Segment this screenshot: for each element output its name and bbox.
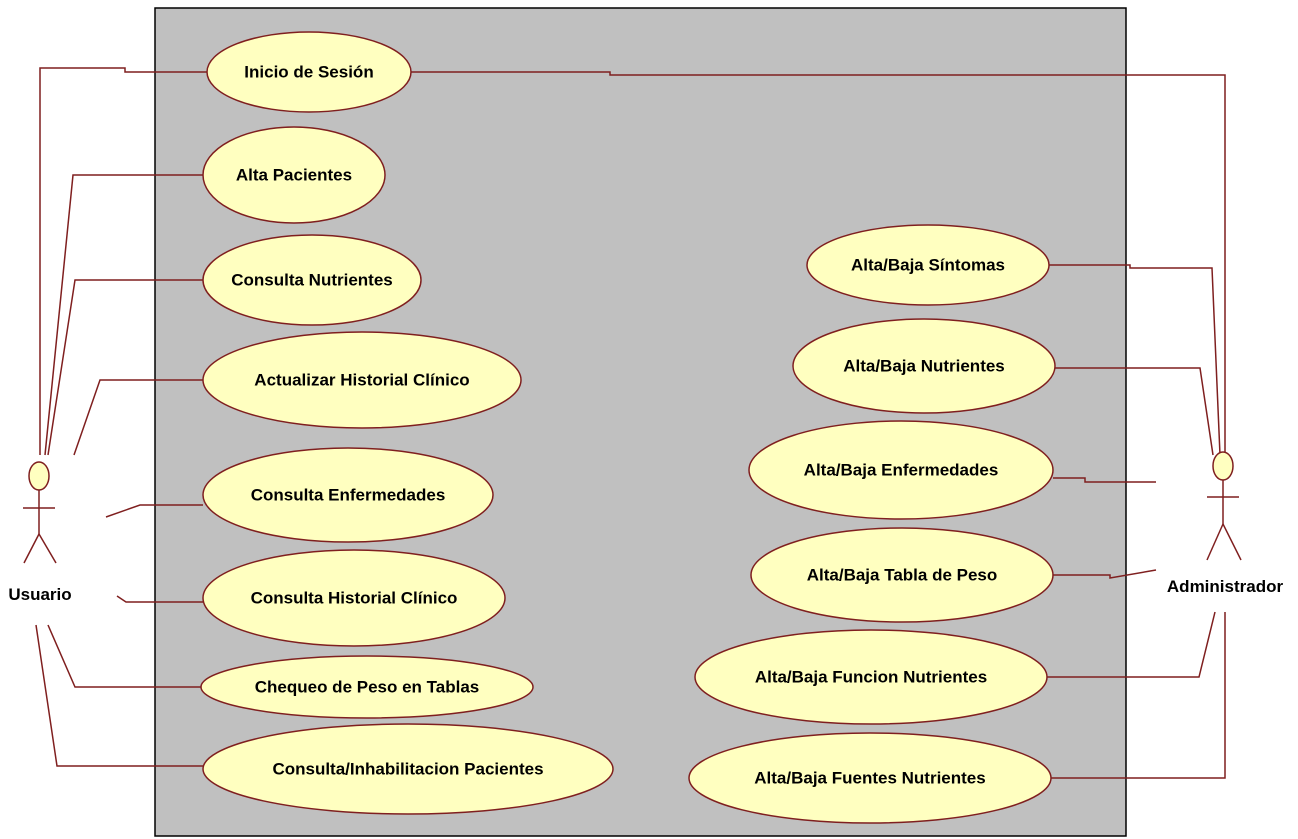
use-case-consulta-historial[interactable]: Consulta Historial Clínico [202,549,506,647]
use-case-ellipse [750,527,1054,623]
actor-usuario[interactable]: Usuario [8,461,72,604]
use-case-alta-pacientes[interactable]: Alta Pacientes [202,126,386,224]
use-case-chequeo-peso[interactable]: Chequeo de Peso en Tablas [200,655,534,719]
use-case-label: Alta Pacientes [236,166,352,185]
stick-figure-actor-icon [23,461,57,564]
use-case-ab-nutrientes[interactable]: Alta/Baja Nutrientes [792,318,1056,414]
use-case-label: Alta/Baja Síntomas [851,256,1005,275]
use-case-ellipse [206,31,412,113]
association-line-administrador-ab-nutrientes [1055,367,1214,456]
association-line-usuario-consulta-nutrientes [47,279,203,456]
use-case-ab-sintomas[interactable]: Alta/Baja Síntomas [806,224,1050,306]
use-case-label: Consulta Historial Clínico [251,589,458,608]
association-line-usuario-inicio-sesion [39,67,207,455]
use-case-label: Alta/Baja Enfermedades [804,461,999,480]
use-case-label: Inicio de Sesión [244,63,373,82]
association-line-usuario-consulta-historial [116,595,203,603]
use-case-ellipse [806,224,1050,306]
use-case-label: Consulta Nutrientes [231,271,393,290]
association-line-administrador-ab-enfermedades [1053,477,1156,483]
association-line-usuario-chequeo-peso [47,624,203,688]
use-case-ellipse [748,420,1054,520]
association-line-usuario-consulta-enfermedades [105,504,203,518]
association-line-usuario-consulta-inhabilitacion [35,624,203,767]
use-case-ellipse [200,655,534,719]
association-line-administrador-ab-tabla-peso [1053,569,1157,579]
use-case-label: Consulta Enfermedades [251,486,446,505]
use-case-ellipse [202,723,614,815]
use-case-ellipse [202,331,522,429]
actor-label-usuario: Usuario [8,585,71,604]
use-case-ab-fuentes-nutrientes[interactable]: Alta/Baja Fuentes Nutrientes [688,732,1052,824]
use-case-ellipse [688,732,1052,824]
association-line-administrador-ab-funcion-nutrientes [1047,611,1216,678]
use-case-ellipse [792,318,1056,414]
use-case-consulta-enfermedades[interactable]: Consulta Enfermedades [202,447,494,543]
use-case-ellipse [202,126,386,224]
association-line-administrador-ab-sintomas [1049,264,1221,456]
stick-figure-actor-icon [1206,451,1242,561]
use-case-ellipse [694,629,1048,725]
use-case-consulta-inhabilitacion[interactable]: Consulta/Inhabilitacion Pacientes [202,723,614,815]
association-line-usuario-actualizar-historial [73,379,203,456]
use-case-label: Actualizar Historial Clínico [254,371,469,390]
use-case-actualizar-historial[interactable]: Actualizar Historial Clínico [202,331,522,429]
association-line-administrador-ab-fuentes-nutrientes [1051,612,1226,779]
use-case-label: Alta/Baja Fuentes Nutrientes [754,769,985,788]
use-case-ab-funcion-nutrientes[interactable]: Alta/Baja Funcion Nutrientes [694,629,1048,725]
use-case-ellipse [202,549,506,647]
use-case-label: Chequeo de Peso en Tablas [255,678,480,697]
use-case-ab-tabla-peso[interactable]: Alta/Baja Tabla de Peso [750,527,1054,623]
actor-label-administrador: Administrador [1167,577,1284,596]
use-case-consulta-nutrientes[interactable]: Consulta Nutrientes [202,234,422,326]
use-case-label: Consulta/Inhabilitacion Pacientes [272,760,543,779]
use-case-inicio-sesion[interactable]: Inicio de Sesión [206,31,412,113]
associations [35,67,1226,779]
use-case-label: Alta/Baja Funcion Nutrientes [755,668,987,687]
association-line-usuario-alta-pacientes [44,174,203,456]
use-case-label: Alta/Baja Nutrientes [843,357,1005,376]
use-case-label: Alta/Baja Tabla de Peso [807,566,998,585]
use-case-ellipse [202,234,422,326]
use-case-ab-enfermedades[interactable]: Alta/Baja Enfermedades [748,420,1054,520]
use-case-ellipse [202,447,494,543]
association-line-administrador-inicio-sesion [411,71,1226,455]
actor-administrador[interactable]: Administrador [1167,451,1284,596]
